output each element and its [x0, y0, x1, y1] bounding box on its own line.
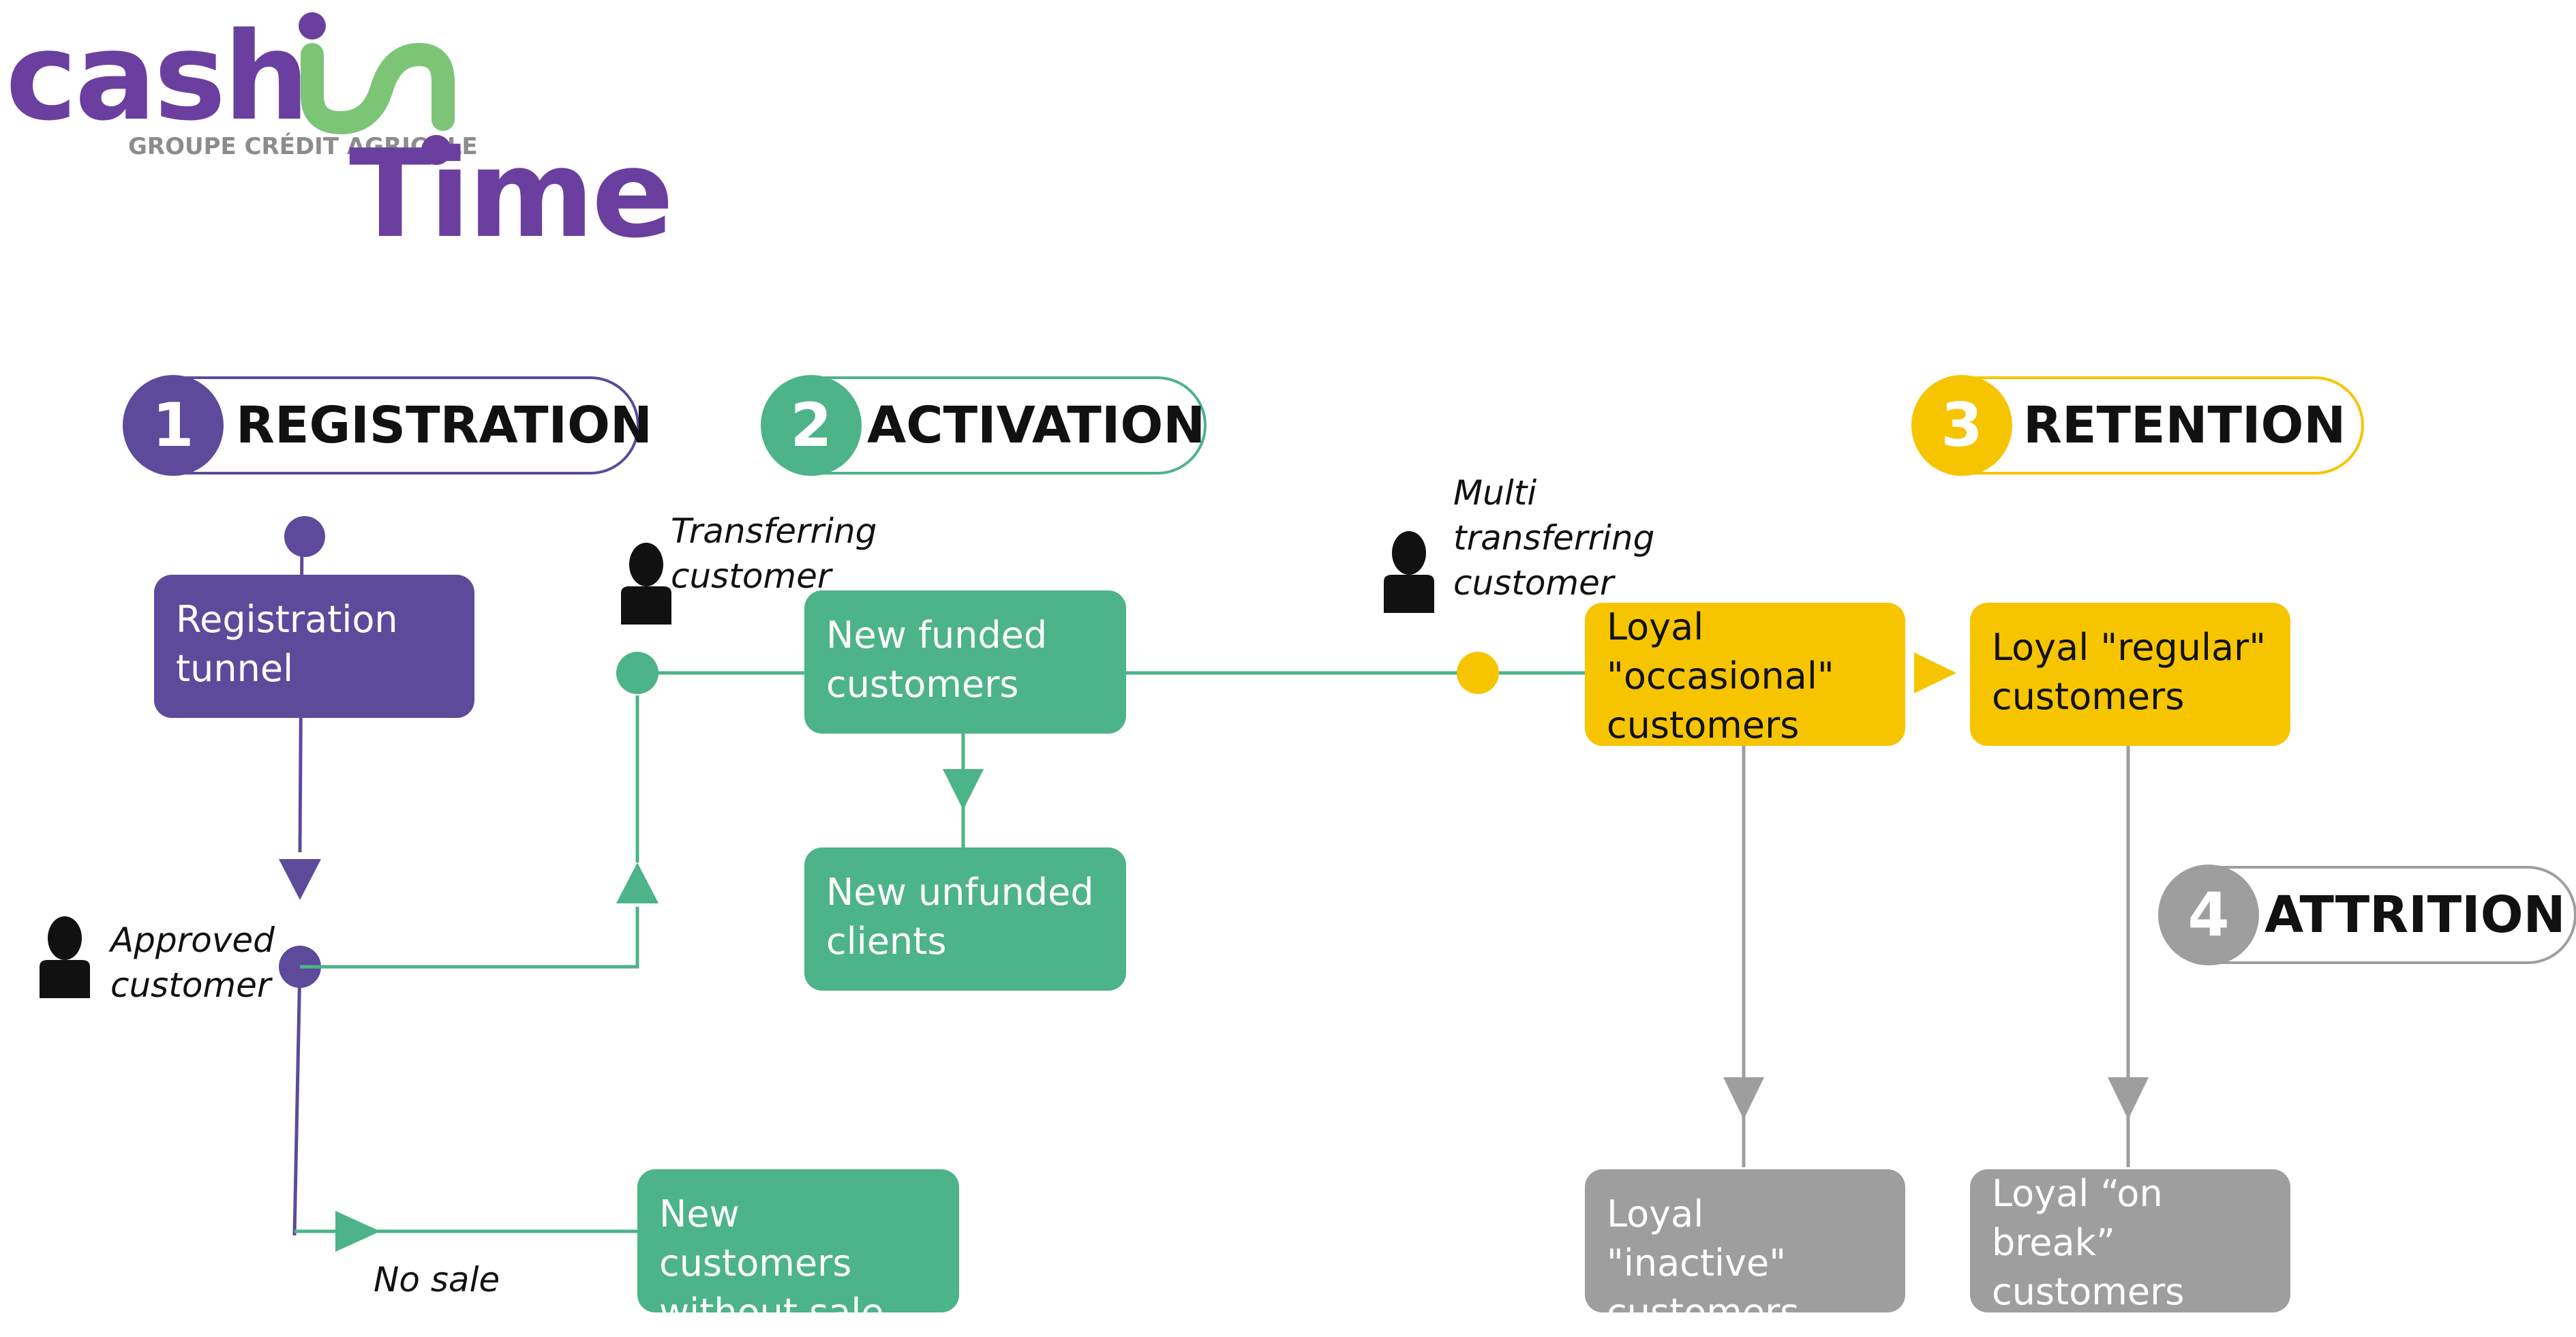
- start-dot: [284, 516, 325, 557]
- attrition-connectors: [1742, 745, 2130, 1167]
- node-no-sale: New customers without sale: [637, 1169, 959, 1334]
- stage-number: 3: [1911, 375, 2012, 476]
- stage-label: ATTRITION: [2264, 886, 2566, 944]
- arrow-to-unfunded: [943, 769, 984, 810]
- logo-time: Time: [349, 123, 674, 265]
- person-icon: [40, 916, 90, 998]
- arrow-to-regular: [1914, 652, 1956, 693]
- note-approved-customer: Approved customer: [110, 920, 275, 1005]
- line-approved-down: [292, 964, 302, 1236]
- arrow-to-no-sale: [335, 1211, 380, 1252]
- node-registration-tunnel: Registration tunnel: [154, 575, 474, 718]
- node-new-funded: New funded customers: [804, 590, 1126, 734]
- node-loyal-occasional: Loyal "occasional" customers: [1585, 603, 1905, 747]
- note-no-sale: No sale: [374, 1260, 500, 1300]
- note-multi-transferring-customer: Multi transferring customer: [1453, 473, 1655, 603]
- multi-transfer-dot: [1457, 652, 1499, 694]
- node-loyal-regular: Loyal "regular" customers: [1970, 603, 2290, 746]
- logo-cash: cash: [5, 16, 309, 138]
- node-loyal-inactive: Loyal "inactive" customers: [1585, 1169, 1905, 1334]
- logo-in-swoosh: [301, 42, 455, 135]
- logo-time-dot: [421, 135, 451, 165]
- arrow-up-transfer: [616, 862, 658, 903]
- logo-cash-text: cash: [5, 6, 309, 147]
- stage-label: REGISTRATION: [236, 396, 652, 455]
- stage-attrition: 4 ATTRITION: [2158, 865, 2576, 965]
- line-approved-to-transfer: [300, 907, 639, 969]
- stage-label: ACTIVATION: [867, 396, 1206, 455]
- stage-registration: 1 REGISTRATION: [123, 375, 652, 476]
- stage-number: 2: [761, 375, 862, 476]
- node-new-unfunded: New unfunded clients: [804, 847, 1126, 991]
- arrow-to-approved: [279, 859, 321, 900]
- stage-number: 1: [123, 375, 224, 476]
- node-loyal-on-break: Loyal “on break” customers: [1970, 1169, 2290, 1313]
- stage-number: 4: [2158, 865, 2259, 965]
- logo-i-dot: [299, 12, 326, 40]
- person-icon: [1384, 531, 1434, 613]
- person-icon: [621, 543, 671, 625]
- transfer-dot: [616, 652, 658, 694]
- arrow-to-inactive: [1723, 1077, 1764, 1120]
- stage-retention: 3 RETENTION: [1911, 375, 2364, 476]
- logo-accent-in: [299, 12, 455, 165]
- arrow-to-on-break: [2108, 1077, 2149, 1120]
- stage-label: RETENTION: [2023, 396, 2346, 455]
- stage-activation: 2 ACTIVATION: [761, 375, 1207, 476]
- note-transferring-customer: Transferring customer: [671, 511, 877, 596]
- logo-group-name: GROUPE CRÉDIT AGRICOLE: [128, 133, 478, 160]
